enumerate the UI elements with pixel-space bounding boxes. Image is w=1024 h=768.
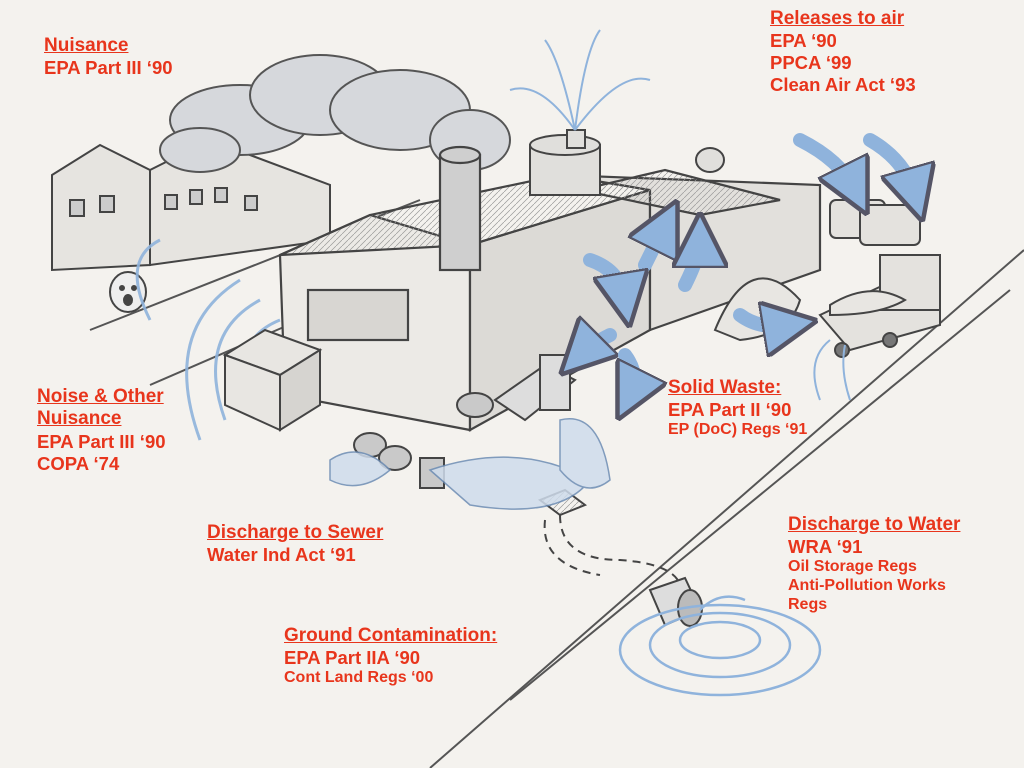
water-small-3: Regs (788, 595, 828, 613)
water-line: WRA ‘91 (788, 536, 863, 558)
water-small-2: Anti-Pollution Works (788, 577, 946, 595)
crate (222, 328, 323, 432)
nuisance-line-1: EPA Part III ‘90 (44, 57, 173, 79)
label-solid-waste: Solid Waste: EPA Part II ‘90 EP (DoC) Re… (668, 377, 807, 440)
releases-to-air-line-3: Clean Air Act ‘93 (770, 74, 916, 96)
houses (51, 138, 331, 272)
ground-title: Ground Contamination: (284, 625, 498, 646)
noise-line-2: COPA ‘74 (37, 452, 120, 474)
noise-title-1: Noise & Other (37, 386, 164, 407)
releases-to-air-title: Releases to air (770, 8, 905, 29)
nuisance-title: Nuisance (44, 35, 129, 56)
label-ground-contamination: Ground Contamination: EPA Part IIA ‘90 C… (284, 625, 497, 688)
label-nuisance: Nuisance EPA Part III ‘90 (44, 35, 173, 79)
label-discharge-to-sewer: Discharge to Sewer Water Ind Act ‘91 (207, 522, 383, 566)
noise-line-1: EPA Part III ‘90 (37, 430, 166, 452)
solid-waste-title: Solid Waste: (668, 377, 782, 398)
noise-title-2: Nuisance (37, 408, 122, 430)
truck-spray (813, 339, 851, 401)
releases-to-air-line-2: PPCA ‘99 (770, 52, 852, 74)
sewer-title: Discharge to Sewer (207, 522, 384, 543)
barrels (353, 392, 494, 489)
label-noise-other-nuisance: Noise & Other Nuisance EPA Part III ‘90 … (37, 386, 166, 474)
water-small-1: Oil Storage Regs (788, 558, 917, 576)
underground-pipe (559, 514, 683, 601)
smoke-cloud (159, 54, 511, 173)
ground-line: EPA Part IIA ‘90 (284, 647, 421, 669)
chimney (438, 145, 482, 272)
solid-waste-small: EP (DoC) Regs ‘91 (668, 421, 808, 439)
vehicles (818, 199, 941, 358)
water-ripples (618, 595, 822, 697)
spills (329, 418, 611, 510)
label-releases-to-air: Releases to air EPA ‘90 PPCA ‘99 Clean A… (770, 8, 916, 96)
water-title: Discharge to Water (788, 514, 961, 535)
label-discharge-to-water: Discharge to Water WRA ‘91 Oil Storage R… (788, 514, 960, 615)
sewer-line: Water Ind Act ‘91 (207, 544, 356, 566)
releases-to-air-line-1: EPA ‘90 (770, 30, 837, 52)
flow-arrows (580, 133, 915, 395)
air-spray (509, 29, 651, 131)
solid-waste-line: EPA Part II ‘90 (668, 399, 792, 421)
ground-small: Cont Land Regs ‘00 (284, 669, 434, 687)
